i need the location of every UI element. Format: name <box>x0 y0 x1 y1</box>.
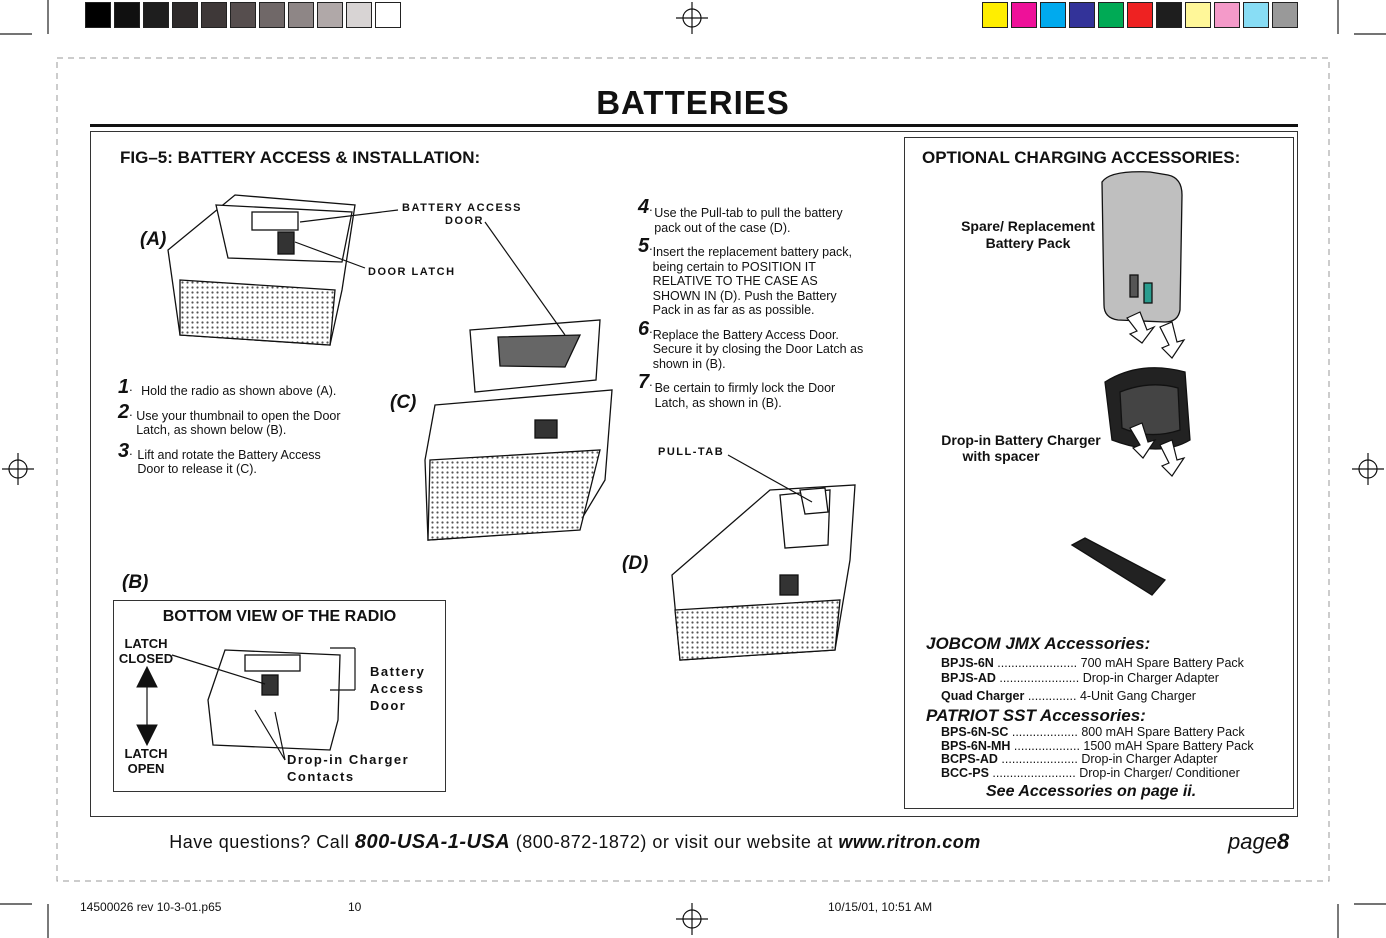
step-4: 4. Use the Pull-tab to pull the battery … <box>638 196 843 235</box>
color-swatch <box>85 2 111 28</box>
accessories-title: OPTIONAL CHARGING ACCESSORIES: <box>922 148 1241 167</box>
door-latch-callout: DOOR LATCH <box>368 266 456 278</box>
patriot-item: BCC-PS ........................ Drop-in … <box>941 765 1240 780</box>
color-swatch <box>172 2 198 28</box>
color-swatch <box>982 2 1008 28</box>
step-7: 7. Be certain to firmly lock the Door La… <box>638 371 836 410</box>
page-title: BATTERIES <box>596 84 790 121</box>
jobcom-item: Quad Charger .............. 4-Unit Gang … <box>941 689 1196 703</box>
color-swatch <box>1214 2 1240 28</box>
step-2: 2. Use your thumbnail to open the Door L… <box>118 400 341 438</box>
patriot-title: PATRIOT SST Accessories: <box>926 706 1146 725</box>
battery-access-door-callout: BATTERY ACCESS <box>402 202 523 214</box>
pull-tab-callout: PULL-TAB <box>658 446 725 458</box>
panel-d-label: (D) <box>622 553 649 574</box>
color-swatch <box>230 2 256 28</box>
steps-left: 1. Hold the radio as shown above (A). 2.… <box>118 376 348 477</box>
patriot-item: BPS-6N-MH ................... 1500 mAH S… <box>941 738 1254 753</box>
jobcom-list: BPJS-6N ....................... 700 mAH … <box>941 656 1244 703</box>
panel-a-label: (A) <box>140 229 167 250</box>
figure-frame <box>90 131 1298 817</box>
color-swatch <box>346 2 372 28</box>
battery-access-door-callout-2: DOOR <box>445 215 484 227</box>
color-swatch <box>1185 2 1211 28</box>
step-6: 6. Replace the Battery Access Door. Secu… <box>638 317 864 371</box>
patriot-list: BPS-6N-SC ................... 800 mAH Sp… <box>941 725 1254 780</box>
bottom-view-box <box>113 600 446 792</box>
title-rule <box>90 124 1298 127</box>
page-number: page8 <box>1228 829 1290 854</box>
color-swatch <box>1243 2 1269 28</box>
accessories-box <box>904 137 1294 809</box>
steps-right: 4. Use the Pull-tab to pull the battery … <box>638 196 866 410</box>
jobcom-title: JOBCOM JMX Accessories: <box>926 634 1151 653</box>
patriot-item: BCPS-AD ...................... Drop-in C… <box>941 752 1218 766</box>
slug-filename: 14500026 rev 10-3-01.p65 <box>80 900 222 914</box>
figure-title: FIG–5: BATTERY ACCESS & INSTALLATION: <box>120 148 481 167</box>
website-link[interactable]: www.ritron.com <box>838 832 981 852</box>
panel-b-label: (B) <box>122 572 149 593</box>
color-swatch <box>288 2 314 28</box>
jobcom-item: BPJS-AD ....................... Drop-in … <box>941 671 1219 685</box>
footer-line: Have questions? Call 800-USA-1-USA (800-… <box>169 831 981 853</box>
color-swatch <box>375 2 401 28</box>
color-swatch <box>201 2 227 28</box>
color-swatch <box>1127 2 1153 28</box>
patriot-item: BPS-6N-SC ................... 800 mAH Sp… <box>941 725 1245 739</box>
color-swatch <box>114 2 140 28</box>
color-swatch <box>1098 2 1124 28</box>
step-5: 5. Insert the replacement battery pack, … <box>638 235 853 317</box>
bottom-view-title: BOTTOM VIEW OF THE RADIO <box>162 608 397 625</box>
slug-date: 10/15/01, 10:51 AM <box>828 900 933 914</box>
color-swatch <box>1040 2 1066 28</box>
color-swatch <box>1156 2 1182 28</box>
color-swatch <box>1011 2 1037 28</box>
color-swatch <box>259 2 285 28</box>
step-1: 1. Hold the radio as shown above (A). <box>118 376 337 398</box>
color-swatch <box>1069 2 1095 28</box>
panel-c-label: (C) <box>390 392 416 413</box>
jobcom-item: BPJS-6N ....................... 700 mAH … <box>941 656 1244 670</box>
color-swatch <box>143 2 169 28</box>
see-accessories-note: See Accessories on page ii. <box>986 783 1197 800</box>
color-swatch <box>317 2 343 28</box>
step-3: 3. Lift and rotate the Battery Access Do… <box>118 439 321 477</box>
color-swatch <box>1272 2 1298 28</box>
slug-page: 10 <box>348 900 362 914</box>
